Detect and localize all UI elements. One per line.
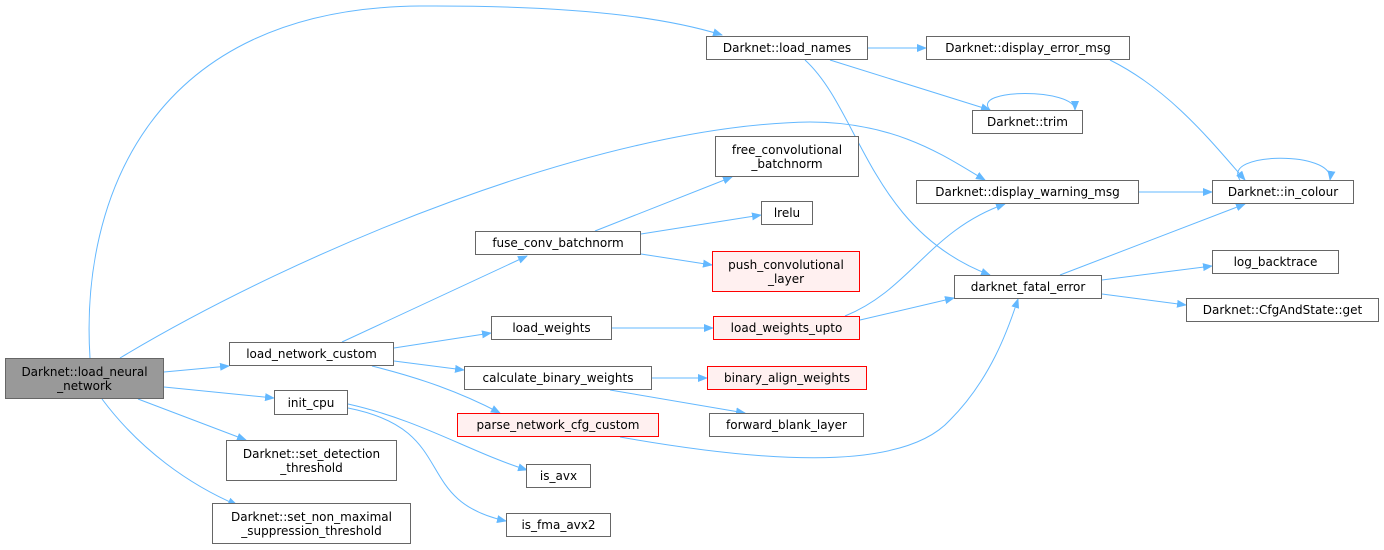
node-label-line: load_weights_upto [730,321,843,335]
node-label-line: calculate_binary_weights [482,371,634,385]
edge-lnc-to-fuse [341,255,528,343]
node-label-line: binary_align_weights [724,371,850,385]
node-lrelu[interactable]: lrelu [761,201,813,225]
node-darknet-fatal-error[interactable]: darknet_fatal_error [954,275,1102,299]
node-log-backtrace[interactable]: log_backtrace [1212,250,1339,274]
edge-in-colour-self-loop [1237,157,1336,181]
node-display-warning-msg[interactable]: Darknet::display_warning_msg [916,180,1139,204]
node-load-weights[interactable]: load_weights [491,316,612,340]
node-label-line: load_weights [512,321,591,335]
node-label-line: load_network_custom [246,347,377,361]
node-trim[interactable]: Darknet::trim [972,110,1083,134]
node-label-line: free_convolutional [731,142,843,157]
node-cfg-get[interactable]: Darknet::CfgAndState::get [1186,298,1379,322]
edge-fuse-to-free-conv [594,176,733,232]
node-push-convolutional-layer[interactable]: push_convolutional_layer [712,251,860,292]
node-label-line: Darknet::load_names [722,41,852,55]
node-free-convolutional-batchnorm[interactable]: free_convolutional_batchnorm [715,136,859,177]
node-label-line: parse_network_cfg_custom [476,418,640,432]
node-label-line: _suppression_threshold [241,523,382,538]
edge-root-to-init-cpu [163,386,275,402]
node-label-line: Darknet::CfgAndState::get [1202,303,1363,317]
edge-trim-self-loop [986,93,1079,111]
edge-fatal-to-cfg-get [1101,293,1187,308]
node-label-line: _batchnorm [751,156,823,171]
node-label-line: Darknet::set_non_maximal [230,509,392,524]
node-set-detection-threshold[interactable]: Darknet::set_detection_threshold [226,440,397,481]
node-label-line: is_fma_avx2 [521,518,596,532]
node-label-line: _threshold [280,460,343,475]
edge-calc-to-forward-blank [609,389,746,416]
node-load-names[interactable]: Darknet::load_names [706,36,868,60]
node-display-error-msg[interactable]: Darknet::display_error_msg [926,36,1130,60]
node-label-line: Darknet::trim [987,115,1068,129]
node-root[interactable]: Darknet::load_neural_network [5,358,164,399]
edge-fuse-to-push [640,253,713,268]
edge-lwu-to-display-warning [844,203,1006,317]
edge-fuse-to-lrelu [640,212,762,235]
node-calculate-binary-weights[interactable]: calculate_binary_weights [464,366,652,390]
node-label-line: push_convolutional [728,257,844,272]
node-label-line: is_avx [539,469,578,483]
edge-lwu-to-fatal [859,296,955,321]
edge-root-to-load-names [88,5,723,359]
node-label-line: lrelu [773,206,801,220]
edge-fatal-to-log-backtrace [1101,263,1213,281]
node-label-line: Darknet::set_detection [242,446,381,461]
node-parse-network-cfg-custom[interactable]: parse_network_cfg_custom [457,413,659,437]
node-label-line: _network [57,378,112,393]
node-load-weights-upto[interactable]: load_weights_upto [713,316,860,340]
node-label-line: Darknet::display_warning_msg [935,185,1120,199]
edge-root-to-display-warning [119,121,986,359]
edge-init-cpu-to-is-avx [347,403,528,472]
edge-lnc-to-load-weights [393,330,492,349]
edge-root-to-set-detection [137,398,247,441]
node-label-line: darknet_fatal_error [970,280,1086,294]
node-in-colour[interactable]: Darknet::in_colour [1212,180,1354,204]
edge-root-to-set-nms [101,398,238,506]
edge-init-cpu-to-is-fma [347,407,507,523]
edge-root-to-load-network-custom [163,362,230,373]
node-load-network-custom[interactable]: load_network_custom [229,342,394,366]
node-label-line: log_backtrace [1233,255,1318,269]
node-label-line: Darknet::display_error_msg [945,41,1111,55]
node-label-line: _layer [767,271,805,286]
node-label-line: Darknet::in_colour [1227,185,1339,199]
node-label-line: init_cpu [287,395,335,410]
node-label-line: fuse_conv_batchnorm [492,236,624,250]
node-is-avx[interactable]: is_avx [526,464,591,488]
node-binary-align-weights[interactable]: binary_align_weights [707,366,867,390]
node-label-line: Darknet::load_neural [21,364,148,379]
node-set-nms-threshold[interactable]: Darknet::set_non_maximal_suppression_thr… [212,503,411,544]
edge-display-error-to-in-colour [1109,59,1246,181]
edge-lnc-to-calc-binary [393,360,465,373]
node-label-line: forward_blank_layer [726,418,847,432]
node-is-fma-avx2[interactable]: is_fma_avx2 [506,513,611,537]
node-fuse-conv-batchnorm[interactable]: fuse_conv_batchnorm [475,231,641,255]
edge-load-names-to-trim [829,59,991,112]
edge-lnc-to-parse [371,365,501,414]
edge-parse-to-fatal [619,298,1020,459]
edge-fatal-to-in-colour [1059,203,1246,276]
node-init-cpu[interactable]: init_cpu [274,390,348,415]
edge-load-names-to-fatal [804,59,991,276]
node-forward-blank-layer[interactable]: forward_blank_layer [709,413,864,437]
